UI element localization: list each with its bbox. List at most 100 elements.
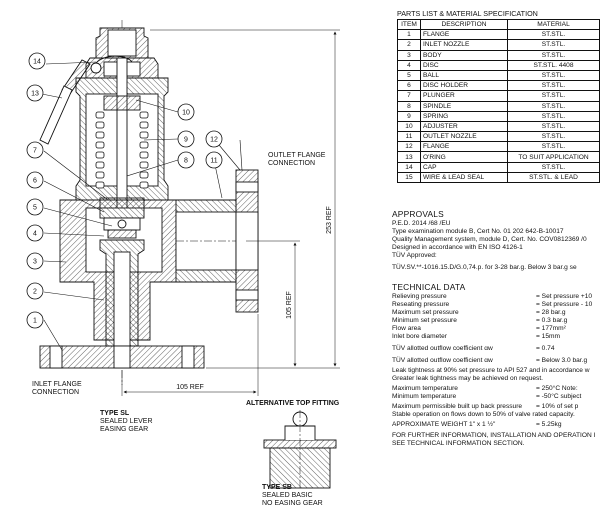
spec-row: Minimum set pressure= 0.3 bar.g — [392, 317, 567, 325]
svg-text:5: 5 — [33, 205, 37, 212]
balloon-2: 2 — [26, 282, 44, 300]
balloon-3: 3 — [26, 252, 44, 270]
type-sb-caption: TYPE SB SEALED BASIC NO EASING GEAR — [262, 484, 323, 508]
item-description: DISC — [419, 59, 509, 71]
item-description: INLET NOZZLE — [419, 39, 509, 51]
item-description: CAP — [419, 161, 509, 173]
item-description: FLANGE — [419, 29, 509, 41]
item-number: 2 — [397, 39, 421, 51]
spec-row: Maximum set pressure= 28 bar.g — [392, 309, 566, 317]
item-material: ST.STL. — [507, 90, 600, 102]
approvals-title: APPROVALS — [392, 209, 444, 219]
item-material: ST.STL. — [507, 39, 600, 51]
item-number: 12 — [397, 141, 421, 153]
spec-label: TÜV allotted outflow coefficient αw — [392, 357, 493, 364]
balloon-13: 13 — [26, 84, 44, 102]
spec-row: Maximum permissible built up back pressu… — [392, 403, 578, 411]
spec-label: Maximum set pressure — [392, 309, 459, 316]
item-number: 9 — [397, 110, 421, 122]
leak-tightness-line: Leak tightness at 90% set pressure to AP… — [392, 367, 590, 374]
spec-row: Flow area= 177mm² — [392, 325, 566, 333]
footer-line: FOR FURTHER INFORMATION, INSTALLATION AN… — [392, 432, 596, 439]
item-number: 3 — [397, 49, 421, 61]
spec-value: = 15mm — [536, 333, 561, 340]
type-sb-line2: NO EASING GEAR — [262, 500, 323, 507]
balloon-9: 9 — [177, 130, 195, 148]
item-number: 6 — [397, 80, 421, 92]
svg-text:1: 1 — [33, 318, 37, 325]
svg-text:2: 2 — [33, 289, 37, 296]
item-description: PLUNGER — [419, 90, 509, 102]
item-number: 8 — [397, 100, 421, 112]
svg-text:11: 11 — [210, 158, 217, 165]
balloon-12: 12 — [205, 130, 223, 148]
footer-line: SEE TECHNICAL INFORMATION SECTION. — [392, 440, 525, 447]
item-material: ST.STL. — [507, 80, 600, 92]
spec-value: = 177mm² — [536, 325, 566, 332]
balloon-4: 4 — [26, 224, 44, 242]
approval-line: TÜV.SV.**-1016.15.D/G.0,74.p. for 3-28 b… — [392, 264, 577, 271]
dim-105-vertical: 105 REF — [286, 291, 293, 319]
spec-value: = 250°C Note: — [536, 385, 578, 392]
outlet-flange-label-line1: OUTLET FLANGE — [268, 152, 326, 159]
item-material: ST.STL. — [507, 161, 600, 173]
item-description: ADJUSTER — [419, 120, 509, 133]
spec-row: TÜV allotted outflow coefficient αw= 0.7… — [392, 345, 555, 353]
technical-data-title: TECHNICAL DATA — [392, 282, 466, 292]
svg-text:14: 14 — [33, 59, 41, 66]
item-description: WIRE & LEAD SEAL — [419, 171, 509, 184]
item-description: O'RING — [419, 151, 509, 163]
item-number: 4 — [397, 59, 421, 71]
spec-row: TÜV allotted outflow coefficient αw= Bel… — [392, 357, 587, 365]
outlet-flange-label-line2: CONNECTION — [268, 160, 316, 167]
spec-label: Maximum temperature — [392, 385, 458, 392]
header-material: MATERIAL — [507, 18, 600, 31]
parts-list-title: PARTS LIST & MATERIAL SPECIFICATION — [397, 9, 538, 18]
spec-row: Inlet bore diameter= 15mm — [392, 333, 560, 341]
item-material: ST.STL. — [507, 131, 600, 143]
spec-value: = Set pressure +10 — [536, 293, 593, 300]
spec-label: Minimum temperature — [392, 393, 457, 400]
approval-line: Designed in accordance with EN ISO 4126-… — [392, 244, 523, 251]
spec-label: Reseating pressure — [392, 301, 450, 308]
item-material: ST.STL. — [507, 100, 600, 112]
svg-text:3: 3 — [33, 259, 37, 266]
spec-label: Relieving pressure — [392, 293, 447, 300]
weight-row: APPROXIMATE WEIGHT 1" x 1 ½"= 5.25kg — [392, 421, 561, 429]
svg-text:8: 8 — [184, 158, 188, 165]
spec-label: Maximum permissible built up back pressu… — [392, 403, 523, 410]
item-material: ST.STL. — [507, 29, 600, 41]
spec-label: TÜV allotted outflow coefficient αw — [392, 345, 493, 352]
spec-row: Reseating pressure = Set pressure - 10 — [392, 301, 592, 309]
inlet-flange-label: INLET FLANGE CONNECTION — [32, 381, 82, 397]
svg-text:10: 10 — [182, 110, 190, 117]
type-sl-title: TYPE SL — [100, 410, 130, 417]
spec-row: Minimum temperature= -50°C subject — [392, 393, 581, 401]
balloon-5: 5 — [26, 198, 44, 216]
svg-text:4: 4 — [33, 231, 37, 238]
approval-line: TÜV Approved: — [392, 252, 437, 259]
svg-text:6: 6 — [33, 178, 37, 185]
item-description: BODY — [419, 49, 509, 61]
spec-value: = Set pressure - 10 — [536, 301, 593, 308]
item-number: 15 — [397, 171, 421, 184]
balloon-1: 1 — [26, 311, 44, 329]
svg-text:9: 9 — [184, 137, 188, 144]
inlet-flange-label-line1: INLET FLANGE — [32, 381, 82, 388]
dim-253-ref: 253 REF — [326, 206, 333, 234]
balloon-6: 6 — [26, 171, 44, 189]
approval-line: P.E.D. 2014 /68 /EU — [392, 220, 451, 227]
item-description: FLANGE — [419, 141, 509, 153]
item-material: ST.STL. 4408 — [507, 59, 600, 71]
balloon-14: 14 — [28, 52, 46, 70]
